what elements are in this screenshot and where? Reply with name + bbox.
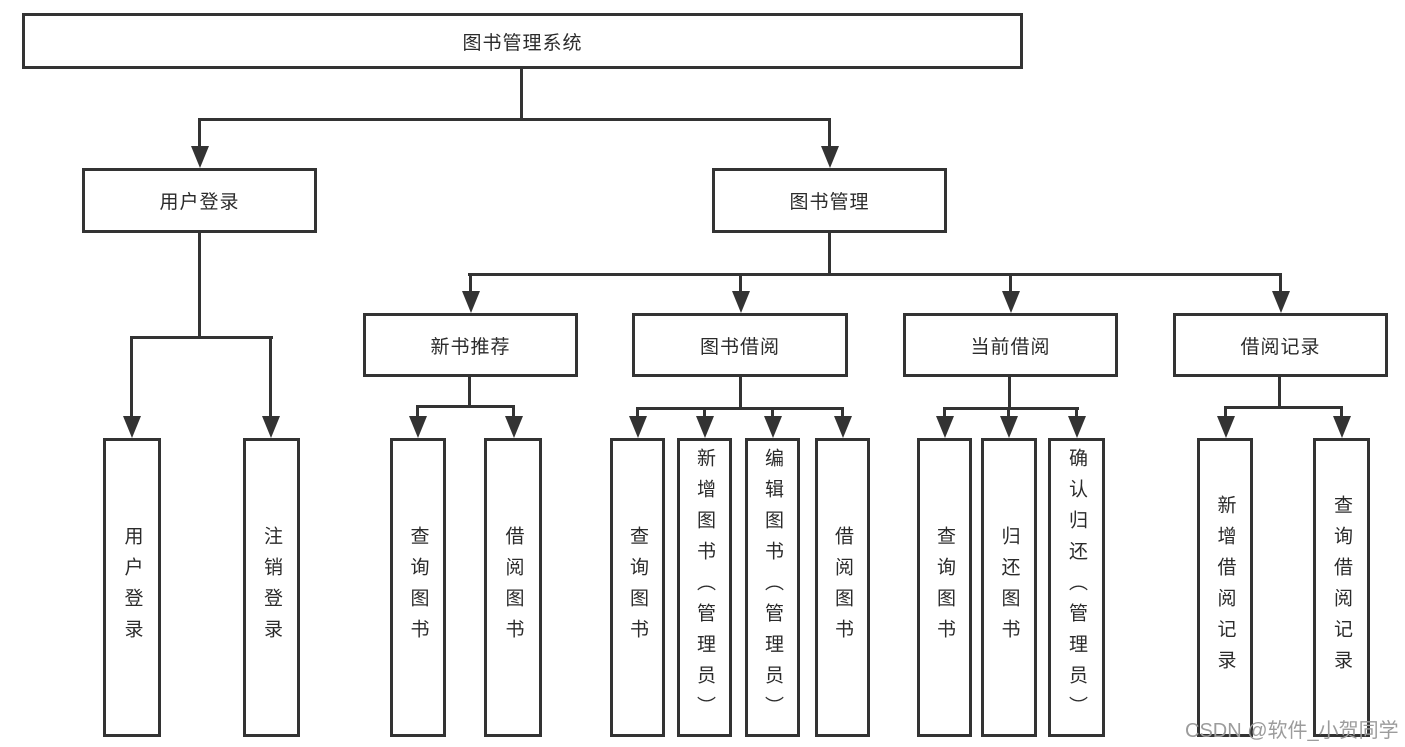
connector-line [269, 336, 272, 424]
leaf-logout-label: 注销登录 [261, 525, 282, 650]
connector-line [130, 336, 133, 424]
node-user-login: 用户登录 [82, 168, 317, 233]
arrow-down-icon [936, 416, 954, 438]
connector-line [739, 377, 742, 410]
arrow-down-icon [696, 416, 714, 438]
arrow-down-icon [123, 416, 141, 438]
node-book-management-label: 图书管理 [789, 192, 870, 213]
leaf-bb-add-books: 新增图书（管理员） [677, 438, 732, 737]
leaf-bb-borrow-books-label: 借阅图书 [832, 525, 853, 650]
leaf-br-query-record: 查询借阅记录 [1313, 438, 1370, 737]
node-book-borrow-label: 图书借阅 [699, 336, 780, 358]
node-root: 图书管理系统 [22, 13, 1023, 69]
arrow-down-icon [821, 146, 839, 168]
node-book-borrow: 图书借阅 [632, 313, 848, 377]
connector-line [1007, 407, 1010, 424]
leaf-bb-add-books-label: 新增图书（管理员） [694, 448, 715, 727]
connector-line [520, 69, 523, 118]
connector-line [636, 407, 844, 410]
connector-line [198, 118, 201, 152]
connector-line [468, 273, 1282, 276]
connector-line [468, 377, 471, 408]
leaf-bb-edit-books: 编辑图书（管理员） [745, 438, 800, 737]
arrow-down-icon [191, 146, 209, 168]
node-borrow-records: 借阅记录 [1173, 313, 1388, 377]
connector-line [130, 336, 273, 339]
watermark: CSDN @软件_小贺同学 [1185, 720, 1399, 742]
leaf-br-add-record-label: 新增借阅记录 [1214, 494, 1236, 681]
leaf-cb-confirm-return-label: 确认归还（管理员） [1066, 448, 1087, 727]
arrow-down-icon [262, 416, 280, 438]
connector-line [1075, 407, 1078, 424]
connector-line [1279, 273, 1282, 297]
connector-line [1224, 406, 1227, 424]
node-new-book-recommend-label: 新书推荐 [430, 336, 511, 358]
arrow-down-icon [409, 416, 427, 438]
connector-line [943, 407, 1079, 410]
arrow-down-icon [629, 416, 647, 438]
connector-line [198, 233, 201, 339]
connector-line [771, 407, 774, 424]
connector-line [739, 273, 742, 297]
connector-line [1008, 377, 1011, 410]
leaf-br-add-record: 新增借阅记录 [1197, 438, 1253, 737]
node-current-borrow: 当前借阅 [903, 313, 1118, 377]
leaf-bb-borrow-books: 借阅图书 [815, 438, 870, 737]
connector-line [1009, 273, 1012, 297]
leaf-bb-query-books-label: 查询图书 [627, 525, 648, 650]
connector-line [512, 405, 515, 424]
leaf-cb-confirm-return: 确认归还（管理员） [1048, 438, 1105, 737]
node-user-login-label: 用户登录 [159, 192, 240, 213]
arrow-down-icon [505, 416, 523, 438]
arrow-down-icon [462, 291, 480, 313]
node-book-management: 图书管理 [712, 168, 947, 233]
arrow-down-icon [1002, 291, 1020, 313]
connector-line [416, 405, 419, 424]
leaf-nbr-borrow-books-label: 借阅图书 [502, 525, 524, 650]
arrow-down-icon [834, 416, 852, 438]
connector-line [636, 407, 639, 424]
leaf-nbr-query-books-label: 查询图书 [407, 525, 429, 650]
connector-line [703, 407, 706, 424]
connector-line [198, 118, 831, 121]
connector-line [943, 407, 946, 424]
arrow-down-icon [732, 291, 750, 313]
node-current-borrow-label: 当前借阅 [970, 336, 1051, 358]
node-borrow-records-label: 借阅记录 [1240, 336, 1321, 358]
connector-line [1278, 377, 1281, 409]
node-new-book-recommend: 新书推荐 [363, 313, 578, 377]
connector-line [841, 407, 844, 424]
connector-line [1340, 406, 1343, 424]
leaf-logout: 注销登录 [243, 438, 300, 737]
leaf-nbr-borrow-books: 借阅图书 [484, 438, 542, 737]
arrow-down-icon [1333, 416, 1351, 438]
leaf-br-query-record-label: 查询借阅记录 [1331, 494, 1352, 681]
arrow-down-icon [1272, 291, 1290, 313]
leaf-cb-return-books: 归还图书 [981, 438, 1037, 737]
node-root-label: 图书管理系统 [462, 32, 583, 54]
connector-line [416, 405, 515, 408]
arrow-down-icon [764, 416, 782, 438]
leaf-bb-query-books: 查询图书 [610, 438, 665, 737]
leaf-nbr-query-books: 查询图书 [390, 438, 446, 737]
leaf-cb-query-books: 查询图书 [917, 438, 972, 737]
connector-line [828, 118, 831, 152]
leaf-user-login: 用户登录 [103, 438, 161, 737]
arrow-down-icon [1068, 416, 1086, 438]
leaf-cb-return-books-label: 归还图书 [998, 525, 1020, 650]
leaf-bb-edit-books-label: 编辑图书（管理员） [762, 448, 783, 727]
connector-line [469, 273, 472, 297]
leaf-cb-query-books-label: 查询图书 [934, 525, 955, 650]
connector-line [828, 233, 831, 276]
arrow-down-icon [1217, 416, 1235, 438]
arrow-down-icon [1000, 416, 1018, 438]
connector-line [1224, 406, 1343, 409]
leaf-user-login-label: 用户登录 [121, 525, 143, 650]
